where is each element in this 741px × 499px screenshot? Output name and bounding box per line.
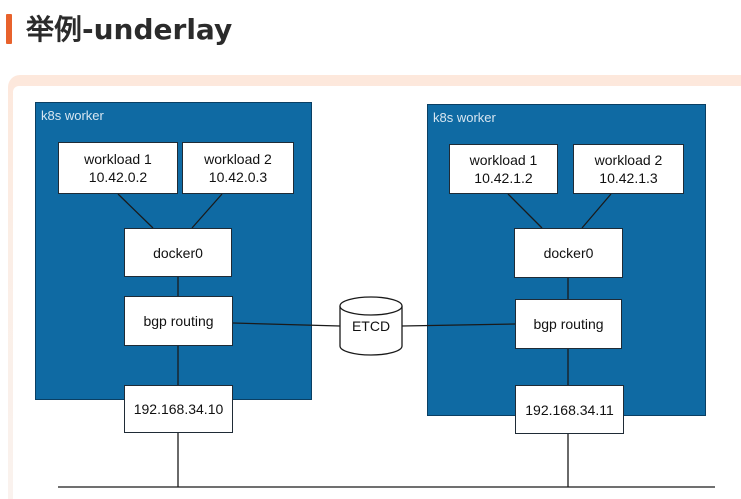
wire-workload1-docker0: [507, 193, 543, 229]
wire-workload2-docker0: [191, 193, 223, 229]
docker0-box: docker0: [514, 228, 623, 278]
workload-name: workload 1: [84, 151, 152, 167]
title-accent-bar: [6, 14, 12, 44]
host-ip-label: 192.168.34.10: [133, 401, 224, 417]
worker-label: k8s worker: [433, 110, 496, 125]
workload-name: workload 2: [594, 152, 663, 168]
host-ip-box: 192.168.34.10: [124, 385, 233, 433]
bgp-routing-label: bgp routing: [533, 316, 604, 332]
bgp-routing-box: bgp routing: [515, 299, 622, 349]
workload-ip: 10.42.1.3: [599, 170, 658, 186]
workload-name: workload 2: [204, 151, 272, 167]
workload-2-box: workload 2 10.42.1.3: [573, 144, 684, 194]
etcd-cylinder-icon: [339, 296, 403, 356]
page-title: 举例-underlay: [26, 13, 233, 46]
wire-bgp1-etcd: [232, 322, 341, 327]
wire-etcd-bgp2: [401, 323, 516, 327]
docker0-label: docker0: [543, 245, 594, 261]
bgp-routing-label: bgp routing: [143, 313, 214, 329]
workload-ip: 10.42.1.2: [474, 170, 533, 186]
host-ip-box: 192.168.34.11: [515, 385, 624, 434]
wire-workload1-docker0: [117, 193, 154, 229]
worker-label: k8s worker: [41, 108, 104, 123]
workload-ip: 10.42.0.2: [88, 169, 148, 185]
workload-1-box: workload 1 10.42.1.2: [449, 144, 558, 194]
workload-2-box: workload 2 10.42.0.3: [182, 142, 294, 194]
docker0-box: docker0: [124, 228, 232, 277]
workload-ip: 10.42.0.3: [208, 169, 268, 185]
host-ip-label: 192.168.34.11: [525, 401, 614, 418]
workload-name: workload 1: [469, 152, 538, 168]
wire-workload2-docker0: [581, 193, 612, 229]
docker0-label: docker0: [153, 244, 203, 261]
bgp-routing-box: bgp routing: [124, 296, 233, 346]
workload-1-box: workload 1 10.42.0.2: [58, 142, 178, 194]
etcd-label: ETCD: [351, 318, 391, 334]
